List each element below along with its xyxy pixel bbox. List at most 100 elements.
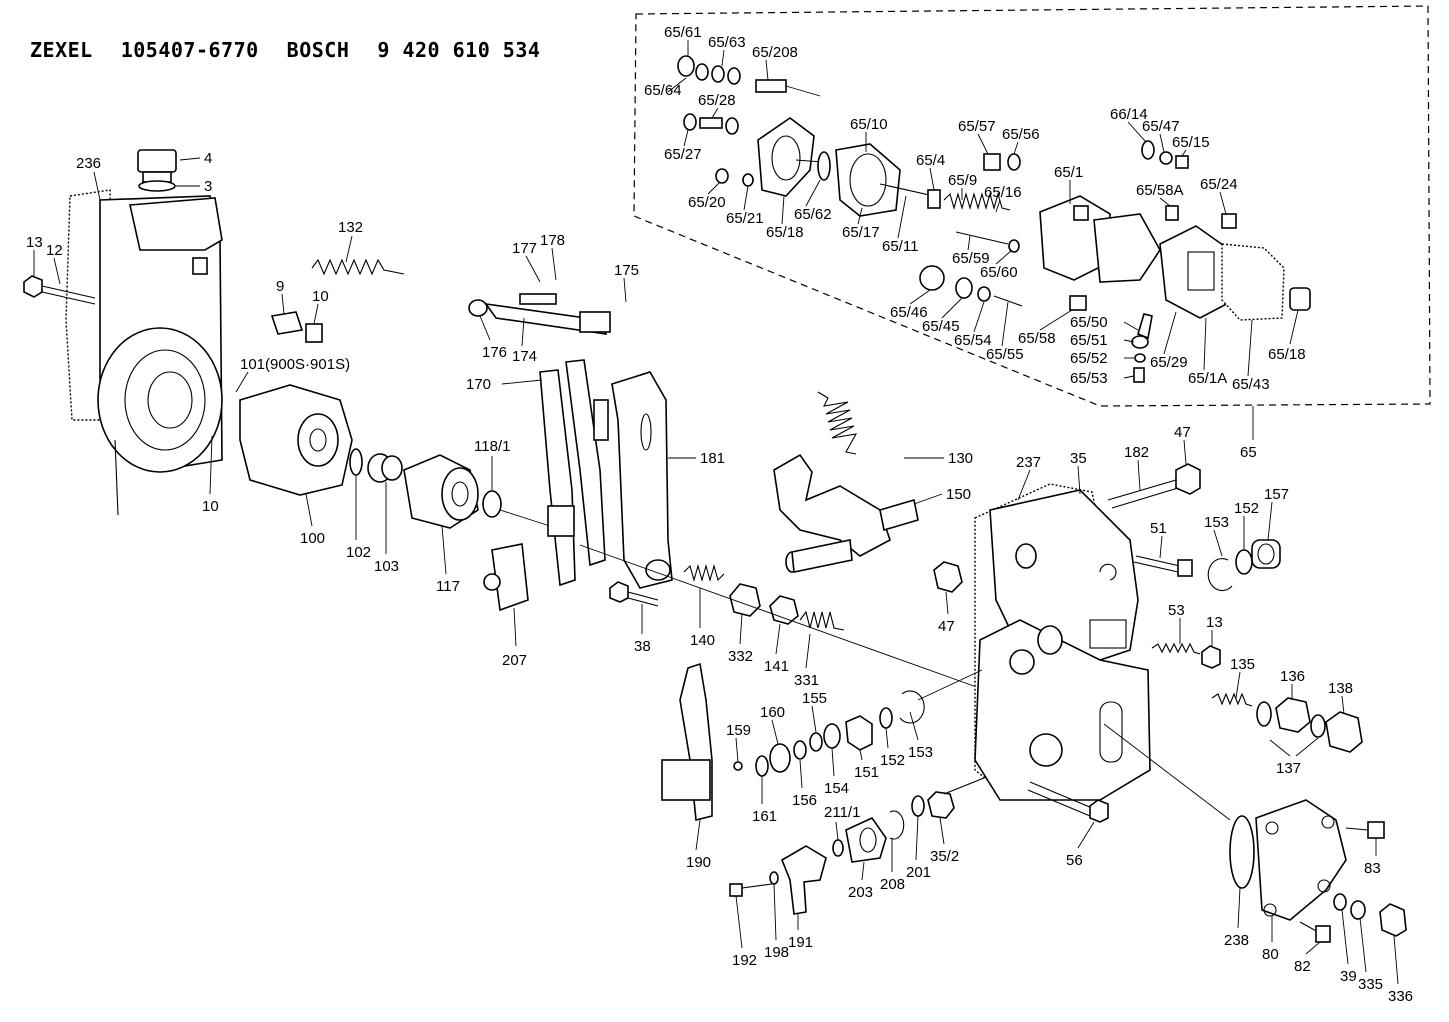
pin-159 [733,761,743,771]
label-237: 237 [1016,454,1041,471]
block-207 [483,543,529,612]
governor-housing [65,189,223,516]
label-138: 138 [1328,680,1353,697]
washer-161 [755,755,769,777]
label-83: 83 [1364,860,1381,877]
maker-zexel: ZEXEL [30,38,93,62]
nut-47-lower [933,561,963,593]
label-176: 176 [482,344,507,361]
label-177: 177 [512,240,537,257]
label-117: 117 [436,578,460,595]
label-65-16: 65/16 [984,184,1022,201]
label-154: 154 [824,780,849,797]
label-65-15: 65/15 [1172,134,1210,151]
label-135: 135 [1230,656,1255,673]
sleeve-117 [403,454,479,529]
label-53: 53 [1168,602,1185,619]
washer-39 [1333,893,1347,911]
label-332: 332 [728,648,753,665]
label-10-lower: 10 [202,498,219,515]
label-201: 201 [906,864,931,881]
label-65-51: 65/51 [1070,332,1108,349]
label-65-47: 65/47 [1142,118,1180,135]
label-335: 335 [1358,976,1383,993]
cap-138 [1325,711,1363,753]
label-65-45: 65/45 [922,318,960,335]
shaft-174 [468,293,611,335]
bolt-13-left [23,275,96,305]
label-12: 12 [46,242,63,259]
label-331: 331 [794,672,819,689]
bolt-47-upper [1107,463,1201,509]
plug-35-2 [927,777,985,819]
label-65-54: 65/54 [954,332,992,349]
label-65-9: 65/9 [948,172,977,189]
label-39: 39 [1340,968,1357,985]
label-175: 175 [614,262,639,279]
label-10-upper: 10 [312,288,329,305]
label-65-1a: 65/1A [1188,370,1227,387]
ring-156 [793,740,807,760]
label-207: 207 [502,652,527,669]
label-80: 80 [1262,946,1279,963]
label-198: 198 [764,944,789,961]
label-9: 9 [276,278,284,295]
label-56: 56 [1066,852,1083,869]
label-65-208: 65/208 [752,44,798,61]
label-160: 160 [760,704,785,721]
maker-bosch: BOSCH [286,38,350,62]
label-103: 103 [374,558,399,575]
label-100: 100 [300,530,325,547]
spring-140 [683,563,725,583]
label-65-52: 65/52 [1070,350,1108,367]
bolt-82 [1299,921,1331,943]
label-66-14: 66/14 [1110,106,1148,123]
part-number-zexel: 105407-6770 [120,38,259,62]
bracket-191 [781,845,827,915]
part-number-bosch: 9 420 610 534 [377,38,541,62]
label-65-59: 65/59 [952,250,990,267]
label-137: 137 [1276,760,1301,777]
label-65-46: 65/46 [890,304,928,321]
ring-211-1 [832,839,844,857]
label-13-right: 13 [1206,614,1223,631]
label-236: 236 [76,155,101,172]
label-38: 38 [634,638,651,655]
label-118-1: 118/1 [474,438,510,455]
circlip-153-lower [899,690,925,724]
label-65-43: 65/43 [1232,376,1270,393]
screw-192 [729,883,773,897]
label-65-63: 65/63 [708,34,746,51]
lever-181 [611,371,673,589]
label-157: 157 [1264,486,1289,503]
label-65-53: 65/53 [1070,370,1108,387]
label-47-lower: 47 [938,618,955,635]
label-211-1: 211/1 [824,804,860,821]
label-153-upper: 153 [1204,514,1229,531]
label-102: 102 [346,544,371,561]
label-65-58: 65/58 [1018,330,1056,347]
label-101: 101(900S·901S) [240,356,350,373]
label-136: 136 [1280,668,1305,685]
plug-157 [1251,539,1281,569]
ring-152-lower [879,707,893,729]
label-65-29: 65/29 [1150,354,1188,371]
control-lever-150 [773,453,919,573]
label-159: 159 [726,722,751,739]
label-155: 155 [802,690,827,707]
bolt-53 [1151,642,1221,669]
label-178: 178 [540,232,565,249]
label-208: 208 [880,876,905,893]
label-65-58a: 65/58A [1136,182,1184,199]
label-191: 191 [788,934,813,951]
label-65-11: 65/11 [882,238,918,255]
bolt-38 [609,581,659,607]
label-150: 150 [946,486,971,503]
ring-201 [911,795,925,817]
label-238: 238 [1224,932,1249,949]
label-152-lower: 152 [880,752,905,769]
label-181: 181 [700,450,725,467]
label-82: 82 [1294,958,1311,975]
lever-170 [539,359,609,587]
label-65: 65 [1240,444,1257,461]
